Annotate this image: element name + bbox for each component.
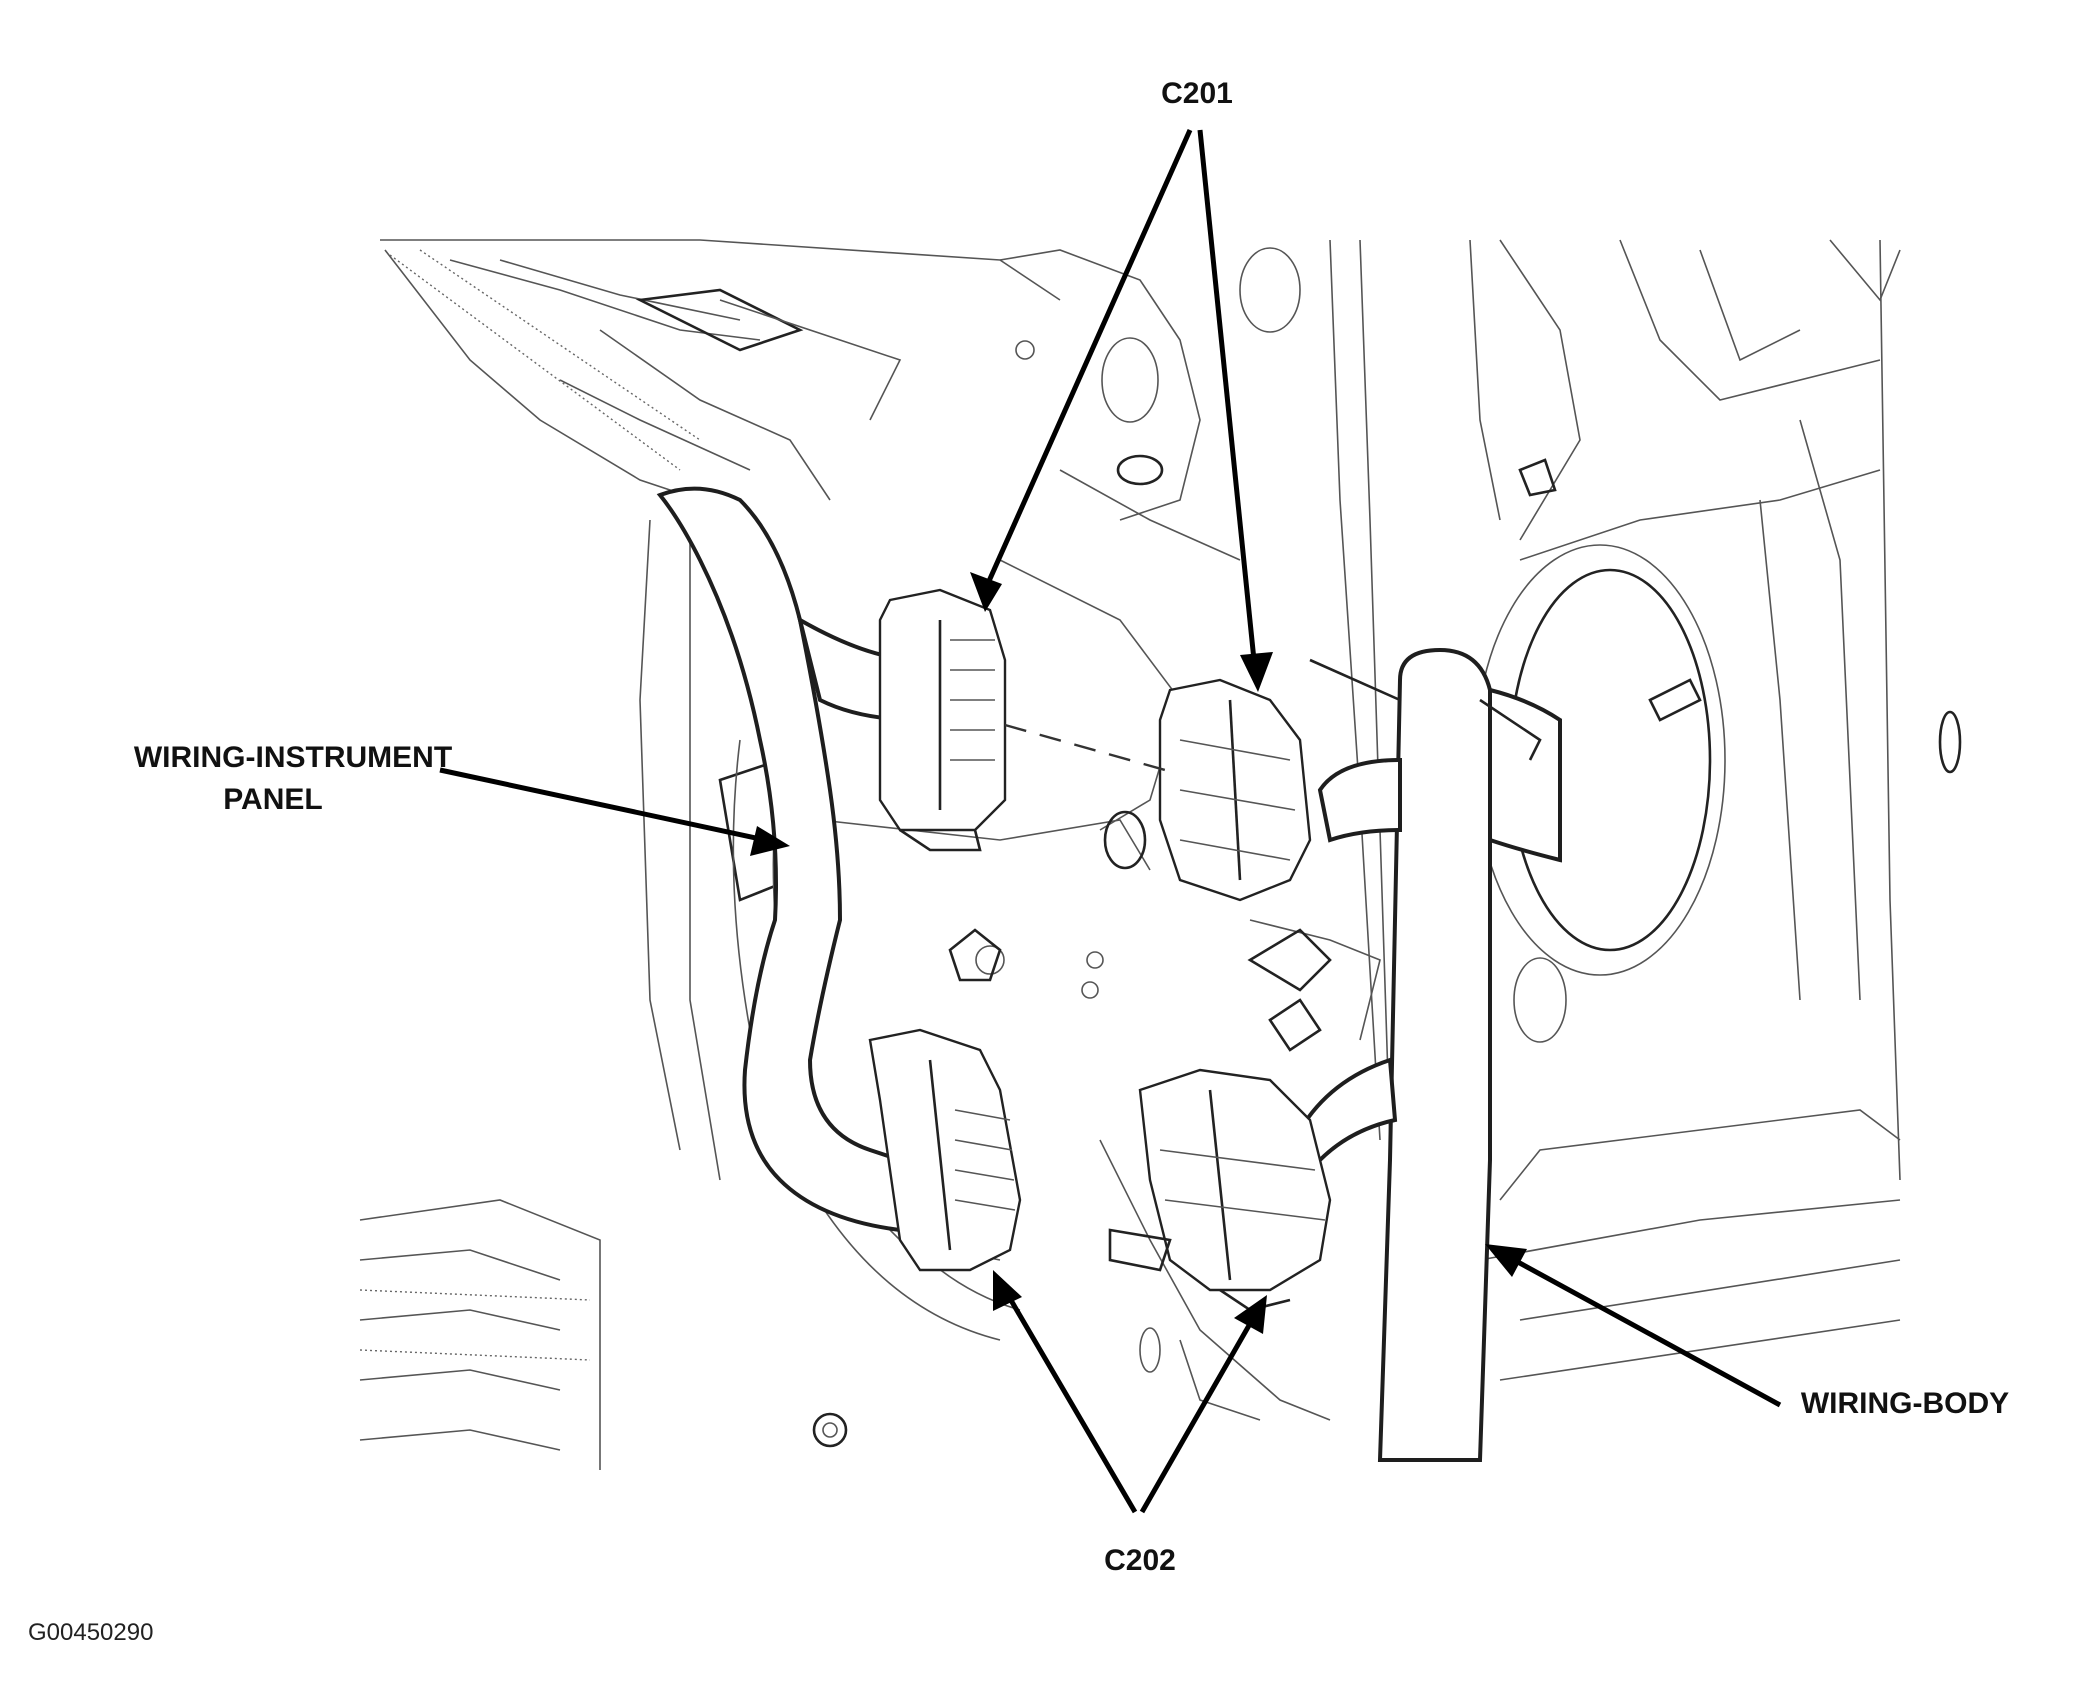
label-wiring-instrument-panel-line1: WIRING-INSTRUMENT (134, 741, 452, 774)
connector-c202-right (1108, 1068, 1332, 1312)
body-structure-lines (359, 239, 1962, 1470)
leader-c201 (970, 128, 1273, 692)
leader-c202 (993, 1270, 1267, 1514)
connector-c201-right (1103, 678, 1312, 902)
leader-wiring-body (1485, 1244, 1782, 1408)
body-harness (1297, 647, 1562, 1462)
connector-c201-left (878, 588, 1007, 852)
label-wiring-instrument-panel-line2: PANEL (223, 783, 322, 816)
instrument-panel-harness (656, 486, 922, 1233)
label-wiring-body: WIRING-BODY (1801, 1387, 2009, 1420)
figure-id: G00450290 (28, 1619, 153, 1646)
label-c201: C201 (1161, 77, 1233, 110)
alignment-dashed-line (1004, 723, 1166, 772)
label-c202: C202 (1104, 1544, 1176, 1577)
leader-wiring-instrument-panel (439, 767, 790, 856)
connector-c202-left (868, 1028, 1022, 1272)
